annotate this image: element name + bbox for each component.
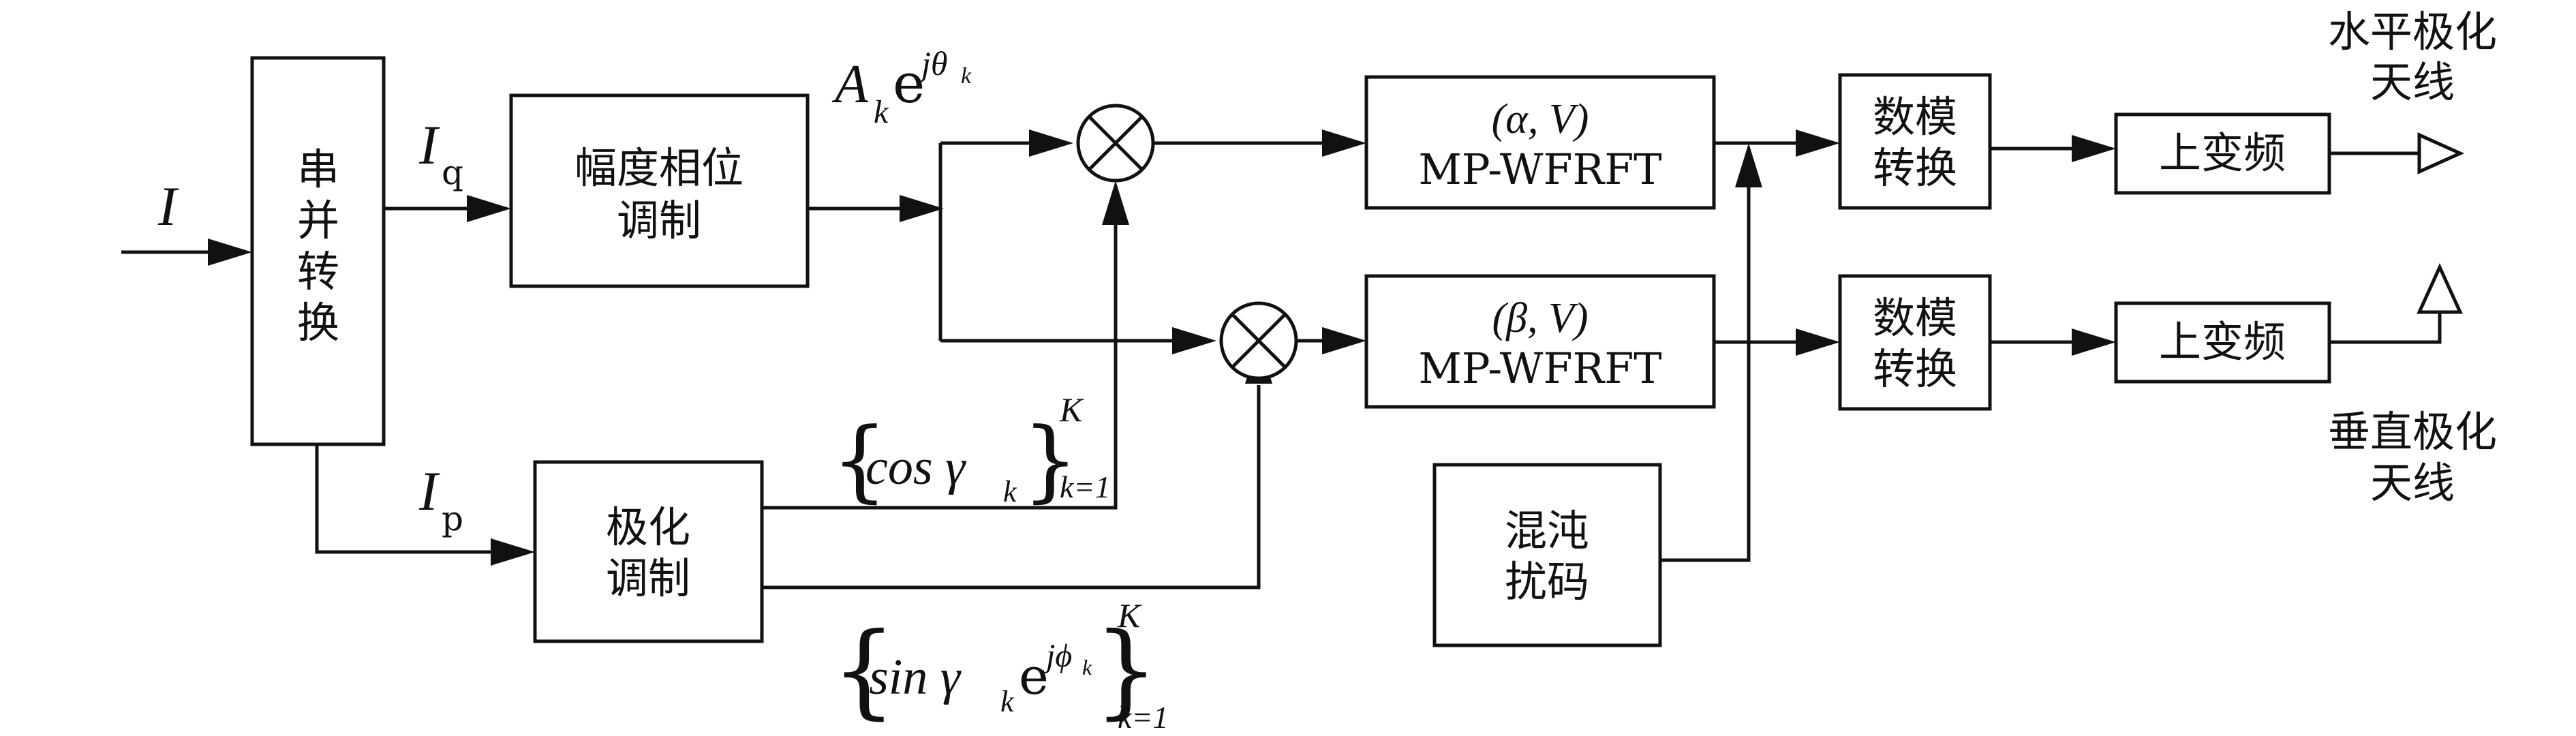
upconv-bottom-block: 上变频 bbox=[2114, 301, 2331, 384]
input-label: I bbox=[157, 175, 179, 237]
ip-main: I bbox=[418, 460, 440, 522]
sin-sup-sub: k bbox=[1082, 655, 1092, 679]
ip-sub: p bbox=[442, 499, 463, 538]
sin-upper: K bbox=[1117, 596, 1142, 634]
wfrft-bottom-name: MP-WFRFT bbox=[1418, 343, 1661, 393]
dac-bottom-line-2: 转换 bbox=[1873, 344, 1957, 394]
cos-expression: { cos γ k } K k=1 bbox=[831, 390, 1110, 512]
cos-sub: k bbox=[1003, 475, 1017, 508]
chaos-line-1: 混沌 bbox=[1505, 506, 1589, 555]
iq-label: I q bbox=[418, 114, 463, 192]
sin-text: sin γ bbox=[869, 649, 962, 705]
wfrft-bottom-block: (β, V) MP-WFRFT bbox=[1364, 274, 1716, 409]
cos-left-brace: { bbox=[831, 408, 888, 512]
cos-upper: K bbox=[1059, 390, 1084, 429]
multiplier-top bbox=[1076, 104, 1155, 183]
antenna-bottom-label: 垂直极化 天线 bbox=[2328, 407, 2497, 508]
sp-char-4: 换 bbox=[297, 298, 339, 348]
antenna-top-label: 水平极化 天线 bbox=[2328, 7, 2497, 107]
amp-base: A bbox=[831, 55, 869, 114]
arrowheads bbox=[208, 129, 2116, 566]
amp-expression: A k e jθ k bbox=[831, 44, 972, 130]
amp-e: e bbox=[893, 52, 925, 115]
polar-mod-block: 极化 调制 bbox=[533, 460, 764, 643]
amp-phase-line-1: 幅度相位 bbox=[574, 143, 743, 193]
multiplier-bottom bbox=[1219, 301, 1298, 380]
dac-top-line-1: 数模 bbox=[1873, 92, 1957, 142]
cos-text: cos γ bbox=[865, 440, 966, 495]
antenna-bottom-label-1: 垂直极化 bbox=[2328, 407, 2497, 457]
polar-line-2: 调制 bbox=[606, 553, 690, 603]
dac-bottom-line-1: 数模 bbox=[1873, 293, 1957, 343]
dac-top-line-2: 转换 bbox=[1873, 143, 1957, 193]
antenna-top-label-1: 水平极化 bbox=[2328, 7, 2497, 57]
sin-right-brace: } bbox=[1094, 611, 1159, 730]
dac-top-block: 数模 转换 bbox=[1838, 73, 1992, 210]
amp-phase-mod-block: 幅度相位 调制 bbox=[509, 93, 810, 288]
wfrft-top-params: (α, V) bbox=[1492, 96, 1589, 142]
sin-e: e bbox=[1019, 647, 1049, 706]
sin-left-brace: { bbox=[831, 611, 896, 730]
sin-sup: jϕ bbox=[1042, 638, 1072, 674]
antenna-top-icon bbox=[2417, 132, 2465, 174]
sp-char-1: 串 bbox=[297, 144, 339, 194]
antenna-bottom-label-2: 天线 bbox=[2370, 458, 2455, 508]
chaos-block: 混沌 扰码 bbox=[1432, 463, 1662, 647]
dac-bottom-block: 数模 转换 bbox=[1838, 274, 1992, 411]
sp-char-3: 转 bbox=[297, 247, 339, 296]
upconv-bottom-label: 上变频 bbox=[2159, 317, 2286, 367]
antenna-bottom-icon bbox=[2417, 262, 2463, 314]
wfrft-bottom-params: (β, V) bbox=[1492, 295, 1588, 341]
iq-main: I bbox=[418, 114, 440, 176]
wires bbox=[121, 141, 2442, 589]
sin-sub: k bbox=[1000, 685, 1015, 718]
upconv-top-block: 上变频 bbox=[2114, 112, 2331, 195]
cos-right-brace: } bbox=[1022, 408, 1079, 512]
amp-sup-sub: k bbox=[961, 63, 972, 89]
ip-label: I p bbox=[418, 460, 463, 538]
upconv-top-label: 上变频 bbox=[2159, 128, 2286, 178]
iq-sub: q bbox=[442, 153, 463, 192]
wfrft-top-block: (α, V) MP-WFRFT bbox=[1364, 75, 1716, 210]
amp-phase-line-2: 调制 bbox=[617, 196, 701, 245]
wfrft-top-name: MP-WFRFT bbox=[1418, 144, 1661, 194]
serial-parallel-block: 串 并 转 换 bbox=[250, 56, 386, 446]
amp-sup: jθ bbox=[917, 44, 947, 82]
polar-line-1: 极化 bbox=[606, 502, 690, 552]
sp-char-2: 并 bbox=[297, 196, 339, 245]
sin-expression: { sin γ k e jϕ k } K k=1 bbox=[831, 596, 1168, 735]
chaos-line-2: 扰码 bbox=[1505, 557, 1589, 607]
cos-lower: k=1 bbox=[1060, 470, 1110, 504]
sin-lower: k=1 bbox=[1118, 700, 1168, 735]
antenna-top-label-2: 天线 bbox=[2370, 57, 2455, 107]
amp-sub: k bbox=[874, 94, 889, 130]
